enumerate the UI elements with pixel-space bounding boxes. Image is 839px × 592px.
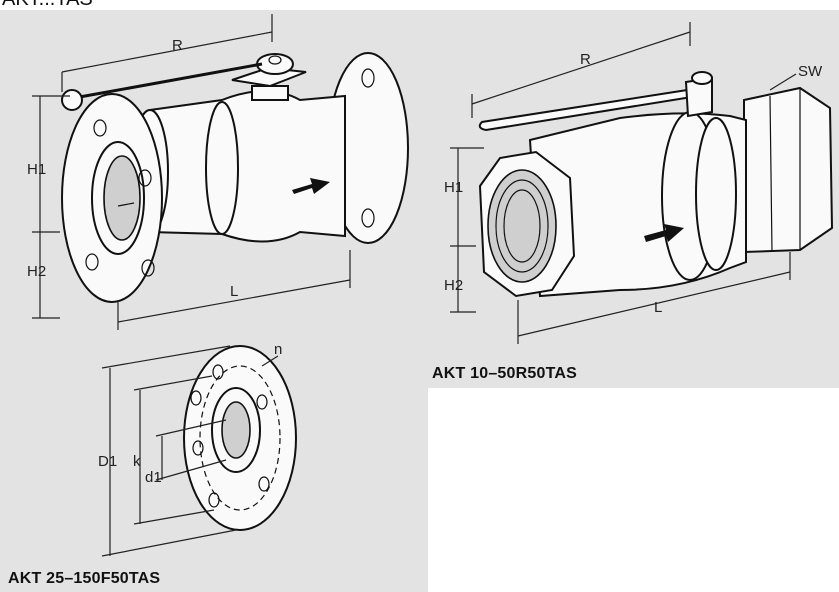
body-ring [695,117,737,271]
label-SW: SW [798,63,823,80]
flange-bolt-hole [141,259,155,277]
header-title: AKT...TAS [2,0,93,10]
bolt-circle [199,365,281,511]
thread-line [503,189,541,263]
dim-line-R [61,31,273,73]
label-d1: d1 [145,469,162,486]
detail-bolt-hole [190,390,202,406]
detail-bore [221,401,251,459]
mounting-pad [231,66,307,88]
valve-body-ring [205,101,239,235]
detail-bolt-hole [212,364,224,380]
dim-ext [155,419,227,437]
detail-bolt-hole [256,394,268,410]
label-R-flanged: R [172,37,183,54]
stem-housing [251,85,289,101]
label-n: n [274,341,282,358]
flow-arrow-icon [644,224,684,242]
flange-bolt-hole [361,208,375,228]
detail-bolt-hole [258,476,270,492]
valve-body [149,90,346,243]
thread-line [495,179,549,273]
dim-ext [133,375,213,391]
dim-line-L [517,271,791,337]
flow-arrow-icon [292,178,330,194]
label-L-threaded: L [654,299,662,316]
label-D1: D1 [98,453,117,470]
label-R-threaded: R [580,51,591,68]
flange-detail [101,345,297,557]
flanged-ball-valve [32,14,409,330]
thread-bore [487,169,557,283]
label-k: k [133,453,141,470]
detail-bolt-hole [208,492,220,508]
label-H1-threaded: H1 [444,179,463,196]
leader-n [261,355,279,367]
dim-line-L [117,279,351,323]
union-nut [743,86,834,254]
leader-SW [769,73,797,91]
header-strip: AKT...TAS [0,0,839,10]
stem-nut [691,71,713,85]
flange-bolt-hole [361,68,375,88]
lever-knob [61,89,83,111]
flange-bore-inner [103,155,141,241]
dim-ext [101,529,237,557]
nut-edge [769,95,773,253]
dim-ext [101,345,231,369]
lever-handle [73,62,263,100]
flange-bolt-hole [138,169,152,187]
ball-stem-mark [117,202,135,207]
dim-ext [133,509,215,525]
caption-threaded-valve: AKT 10–50R50TAS [432,365,577,382]
detail-bolt-hole [192,440,204,456]
flange-bolt-hole [93,119,107,137]
label-H2-threaded: H2 [444,277,463,294]
dim-ext [155,459,227,481]
flat-lever [478,86,702,132]
label-H2-flanged: H2 [27,263,46,280]
flange-bolt-hole [85,253,99,271]
label-H1-flanged: H1 [27,161,46,178]
caption-flanged-valve: AKT 25–150F50TAS [8,570,161,587]
threaded-ball-valve [450,22,834,344]
label-L-flanged: L [230,283,238,300]
lever-nut-center [268,55,282,65]
dim-line-R [471,31,691,105]
